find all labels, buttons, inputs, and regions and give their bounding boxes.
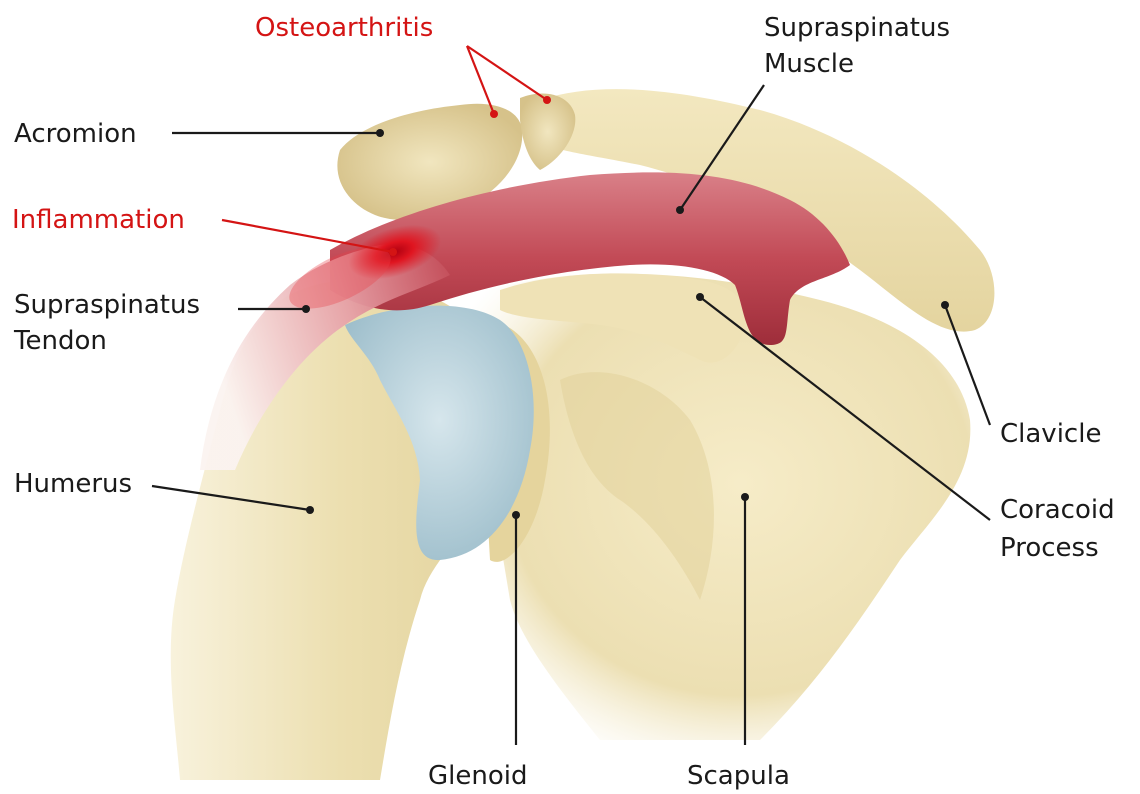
label-supraspinatus-tendon-2: Tendon — [13, 326, 107, 356]
clavicle-dot — [941, 301, 949, 309]
label-supraspinatus-muscle-2: Muscle — [764, 49, 854, 79]
osteoarthritis-leader-2 — [467, 46, 547, 100]
label-supraspinatus-muscle-1: Supraspinatus — [764, 13, 950, 43]
osteoarthritis-dot-2 — [543, 96, 551, 104]
acromion-joint-surface — [520, 93, 575, 170]
label-supraspinatus-tendon-1: Supraspinatus — [14, 290, 200, 320]
label-coracoid-1: Coracoid — [1000, 495, 1115, 525]
acromion-dot — [376, 129, 384, 137]
osteoarthritis-dot-1 — [490, 110, 498, 118]
glenoid-dot — [512, 511, 520, 519]
inflammation-dot — [389, 248, 397, 256]
label-scapula: Scapula — [687, 761, 790, 791]
supraspinatus-muscle-dot — [676, 206, 684, 214]
label-humerus: Humerus — [14, 469, 132, 499]
coracoid-dot — [696, 293, 704, 301]
supraspinatus-tendon-dot — [302, 305, 310, 313]
label-osteoarthritis: Osteoarthritis — [255, 13, 433, 43]
label-glenoid: Glenoid — [428, 761, 527, 791]
label-inflammation: Inflammation — [12, 205, 185, 235]
label-clavicle: Clavicle — [1000, 419, 1101, 449]
label-acromion: Acromion — [14, 119, 137, 149]
label-coracoid-2: Process — [1000, 533, 1099, 563]
scapula-dot — [741, 493, 749, 501]
humerus-dot — [306, 506, 314, 514]
